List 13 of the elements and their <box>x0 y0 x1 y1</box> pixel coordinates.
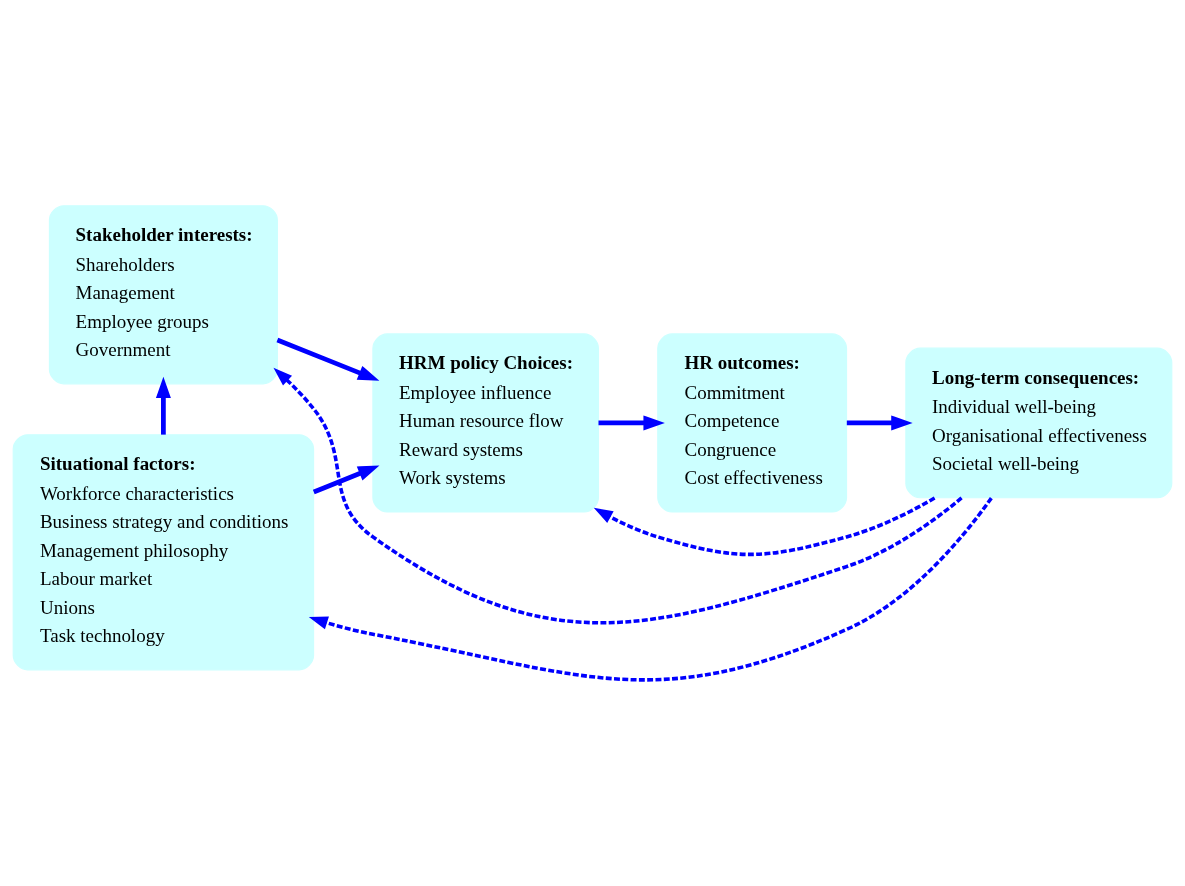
arrow <box>276 337 380 381</box>
arrow <box>273 367 963 625</box>
arrow <box>598 415 665 431</box>
node-box: HRM policy Choices: Employee influence Human resource flow Reward systems Work systems <box>372 333 600 513</box>
node-box: Stakeholder interests: Shareholders Management Employee groups Government <box>48 205 278 385</box>
node-box: HR outcomes: Commitment Competence Congruence Cost effectiveness <box>657 333 848 513</box>
arrow <box>312 465 380 495</box>
node-box: Situational factors: Workforce characteristics Business strategy and conditions Management philosophy Labour market Unions Task technology <box>12 434 315 671</box>
arrow <box>593 496 936 557</box>
arrow <box>155 376 171 435</box>
node-box: Long-term consequences: Individual well-being Organisational effectiveness Societal well-being <box>905 347 1173 499</box>
arrow <box>308 497 993 682</box>
arrow <box>846 415 913 431</box>
